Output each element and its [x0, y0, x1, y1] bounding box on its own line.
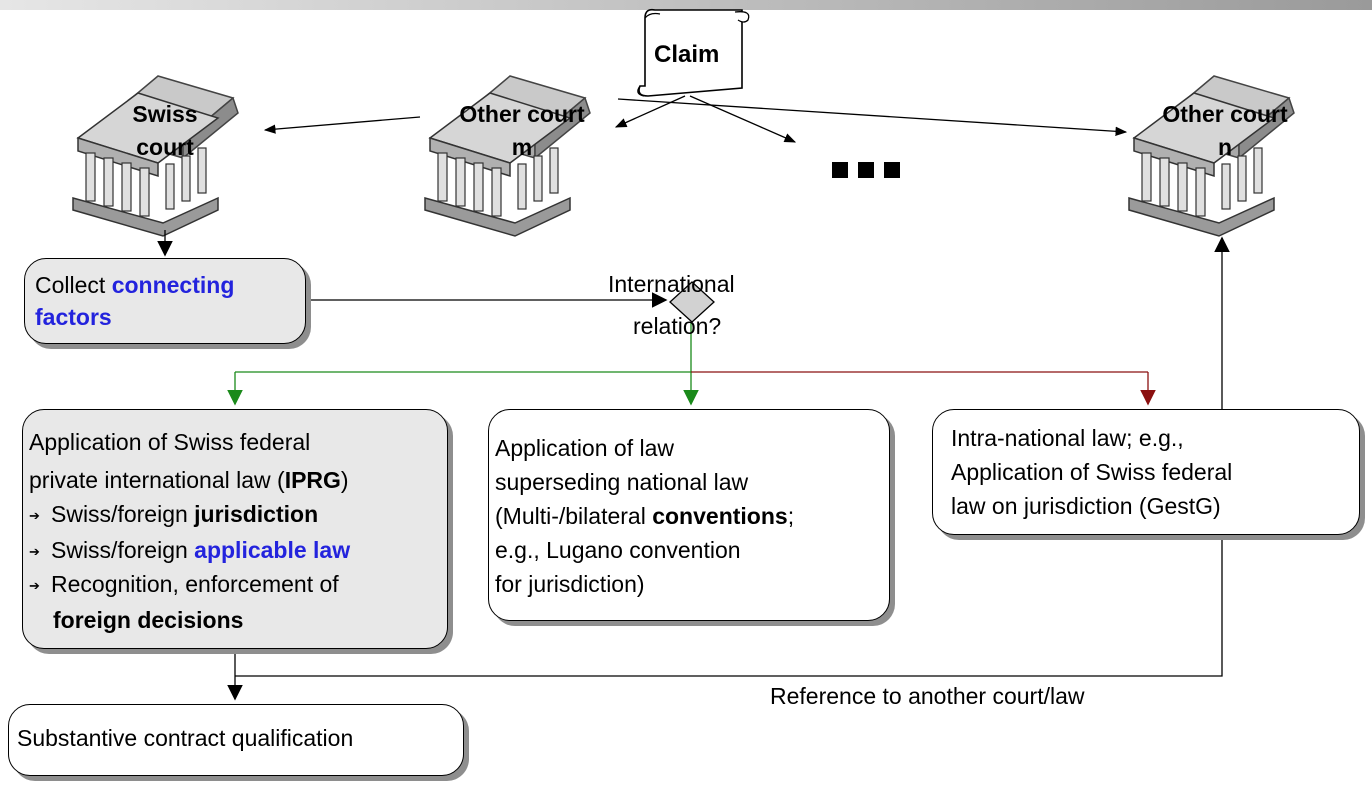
other-court-m-label[interactable]: Other court m	[437, 98, 607, 164]
conventions-line3-bold: conventions	[652, 503, 788, 529]
conventions-line3-post: ;	[787, 503, 795, 529]
iprg-bullet-2-pre: Swiss/foreign	[51, 537, 195, 563]
reference-label: Reference to another court/law	[770, 683, 1085, 709]
iprg-box[interactable]: Application of Swiss federal private int…	[22, 409, 448, 649]
collect-highlight-2: factors	[35, 304, 112, 330]
court-m-line1: Other court	[459, 101, 585, 127]
conventions-box[interactable]: Application of law superseding national …	[488, 409, 890, 621]
bullet-arrow-icon: ➔	[29, 578, 40, 594]
claim-scroll-icon	[637, 8, 750, 97]
swiss-court-label[interactable]: Swiss court	[100, 98, 230, 164]
claim-label: Claim	[654, 41, 720, 68]
bullet-arrow-icon: ➔	[29, 544, 40, 560]
intranational-box[interactable]: Intra-national law; e.g., Application of…	[932, 409, 1360, 535]
decision-label-line1: International	[608, 271, 735, 297]
swiss-court-line1: Swiss	[132, 101, 198, 127]
intranational-line1: Intra-national law; e.g.,	[951, 425, 1184, 451]
intranational-line2: Application of Swiss federal	[951, 459, 1233, 485]
conventions-line2: superseding national law	[495, 469, 749, 495]
substantive-box[interactable]: Substantive contract qualification	[8, 704, 464, 776]
ellipsis-more-courts	[832, 162, 910, 183]
courthouse-icon-m	[424, 75, 591, 237]
iprg-last-line: foreign decisions	[53, 607, 244, 633]
swiss-court-line2: court	[136, 134, 194, 160]
intranational-line3: law on jurisdiction (GestG)	[951, 493, 1221, 519]
collect-connecting-factors-box[interactable]: Collect connecting factors	[24, 258, 306, 344]
conventions-line1: Application of law	[495, 435, 674, 461]
iprg-line2-post: )	[340, 467, 349, 493]
courthouse-icon-swiss	[72, 75, 239, 237]
court-n-line2: n	[1217, 134, 1233, 160]
court-n-line1: Other court	[1162, 101, 1288, 127]
decision-diamond	[669, 281, 715, 323]
iprg-line2-pre: private international law (	[29, 467, 285, 493]
substantive-label: Substantive contract qualification	[17, 725, 354, 751]
collect-highlight-1: connecting	[111, 272, 235, 298]
bullet-arrow-icon: ➔	[29, 508, 40, 524]
iprg-bullet-2-em: applicable law	[194, 537, 351, 563]
iprg-bullet-1-em: jurisdiction	[194, 501, 319, 527]
iprg-bullet-2: ➔ Swiss/foreign applicable law	[29, 536, 350, 566]
court-m-line2: m	[511, 134, 533, 160]
collect-text: Collect connecting	[35, 271, 234, 300]
conventions-line3-pre: (Multi-/bilateral	[495, 503, 653, 529]
iprg-line2-bold: IPRG	[284, 467, 341, 493]
conventions-line5: for jurisdiction)	[495, 571, 645, 597]
iprg-bullet-1-pre: Swiss/foreign	[51, 501, 195, 527]
other-court-n-label[interactable]: Other court n	[1140, 98, 1310, 164]
courthouse-icon-n	[1128, 75, 1295, 237]
iprg-bullet-3-pre: Recognition, enforcement of	[51, 571, 339, 597]
conventions-line4: e.g., Lugano convention	[495, 537, 741, 563]
decision-label-line2: relation?	[633, 313, 722, 339]
iprg-line2: private international law (IPRG)	[29, 466, 349, 495]
conventions-line3: (Multi-/bilateral conventions;	[495, 502, 794, 531]
collect-prefix: Collect	[35, 272, 112, 298]
iprg-bullet-3: ➔ Recognition, enforcement of	[29, 570, 339, 600]
iprg-bullet-1: ➔ Swiss/foreign jurisdiction	[29, 500, 318, 530]
iprg-line1: Application of Swiss federal	[29, 429, 311, 455]
top-gradient-bar	[0, 0, 1372, 10]
